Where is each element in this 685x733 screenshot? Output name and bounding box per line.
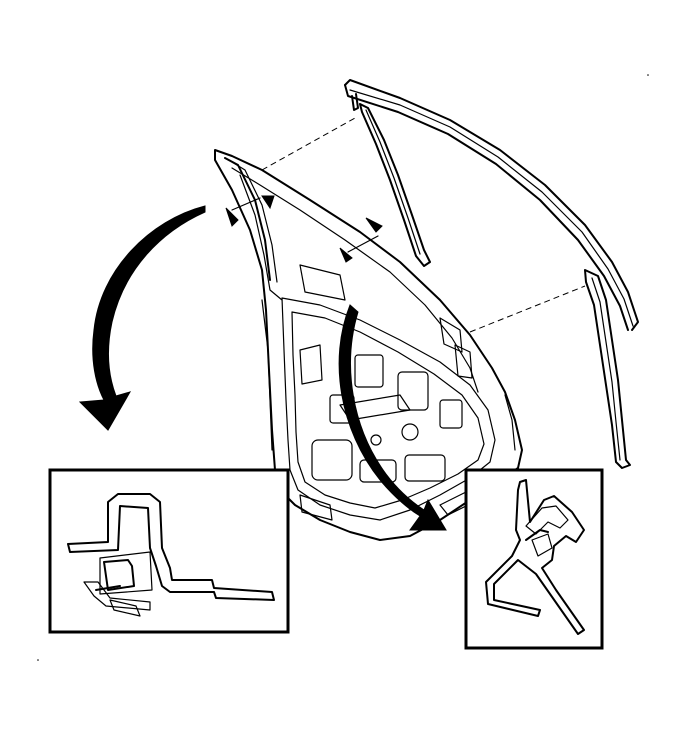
leader-lines xyxy=(261,117,586,333)
curved-arrow-right xyxy=(338,304,447,531)
window-channel-seal-front xyxy=(359,103,431,267)
curved-arrow-left xyxy=(78,205,206,431)
door-frame xyxy=(214,149,523,541)
detail-inset-right xyxy=(464,468,604,650)
detail-inset-left xyxy=(48,468,290,634)
window-channel-seal-rear xyxy=(584,269,631,469)
upper-seal-strip xyxy=(344,79,639,331)
direction-markers xyxy=(225,195,383,263)
stray-marks xyxy=(37,74,649,661)
